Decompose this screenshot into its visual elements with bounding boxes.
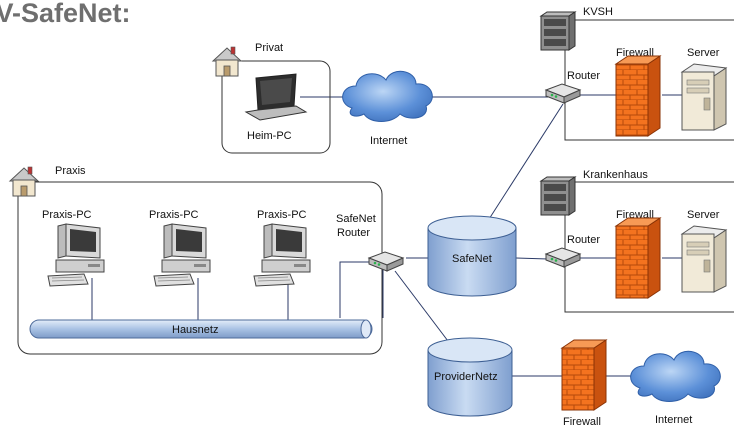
safenet-router-label-line1: SafeNet <box>336 213 376 225</box>
providernetz-cylinder: ProviderNetz <box>427 337 513 417</box>
privat-label: Privat <box>255 42 283 54</box>
heim-pc-label: Heim-PC <box>247 130 292 142</box>
rack-icon-krankenhaus <box>540 176 576 216</box>
praxis-pc-label-3: Praxis-PC <box>257 209 307 221</box>
server-icon-krankenhaus <box>681 225 727 293</box>
privat-site: Privat Heim-PC <box>212 42 331 154</box>
kvsh-router-label: Router <box>567 70 600 82</box>
firewall-icon-krankenhaus <box>614 217 662 299</box>
router-icon-safenet <box>368 251 404 272</box>
internet-cloud-top: Internet <box>342 70 433 147</box>
krankenhaus-server-label: Server <box>687 209 720 221</box>
internet-cloud-bottom <box>630 350 721 402</box>
kvsh-site: KVSH Router Firewall Server <box>540 6 734 141</box>
providernetz-label: ProviderNetz <box>434 371 498 383</box>
desktop-pc-icon-3 <box>253 223 311 287</box>
provider-internet-label: Internet <box>655 414 692 426</box>
praxis-label: Praxis <box>55 165 86 177</box>
hausnetz-label: Hausnetz <box>172 324 218 336</box>
krankenhaus-label: Krankenhaus <box>583 169 648 181</box>
safenet-label: SafeNet <box>452 253 492 265</box>
safenet-router-label-line2: Router <box>337 227 370 239</box>
firewall-icon-kvsh <box>614 55 662 137</box>
laptop-icon <box>244 73 308 121</box>
server-icon-kvsh <box>681 63 727 131</box>
krankenhaus-router-label: Router <box>567 234 600 246</box>
hausnetz-bus: Hausnetz <box>29 319 373 339</box>
kvsh-server-label: Server <box>687 47 720 59</box>
praxis-site: Praxis Praxis-PC Praxis-PC Praxis-PC Hau… <box>9 165 404 355</box>
kvsh-label: KVSH <box>583 6 613 18</box>
safenet-cylinder: SafeNet <box>427 215 517 297</box>
router-icon-krankenhaus <box>545 247 581 268</box>
praxis-pc-label-1: Praxis-PC <box>42 209 92 221</box>
house-icon-praxis <box>9 166 39 197</box>
diagram-title: KV-SafeNet: <box>0 0 131 28</box>
firewall-icon-provider <box>560 339 608 411</box>
provider-firewall-label: Firewall <box>563 416 601 428</box>
rack-icon-kvsh <box>540 11 576 51</box>
internet-label-top: Internet <box>370 135 407 147</box>
desktop-pc-icon-1 <box>47 223 105 287</box>
desktop-pc-icon-2 <box>153 223 211 287</box>
house-icon <box>212 46 242 77</box>
connection-lines <box>91 94 682 377</box>
router-icon-kvsh <box>545 83 581 104</box>
krankenhaus-site: Krankenhaus Router Firewall Server <box>540 169 734 313</box>
praxis-pc-label-2: Praxis-PC <box>149 209 199 221</box>
